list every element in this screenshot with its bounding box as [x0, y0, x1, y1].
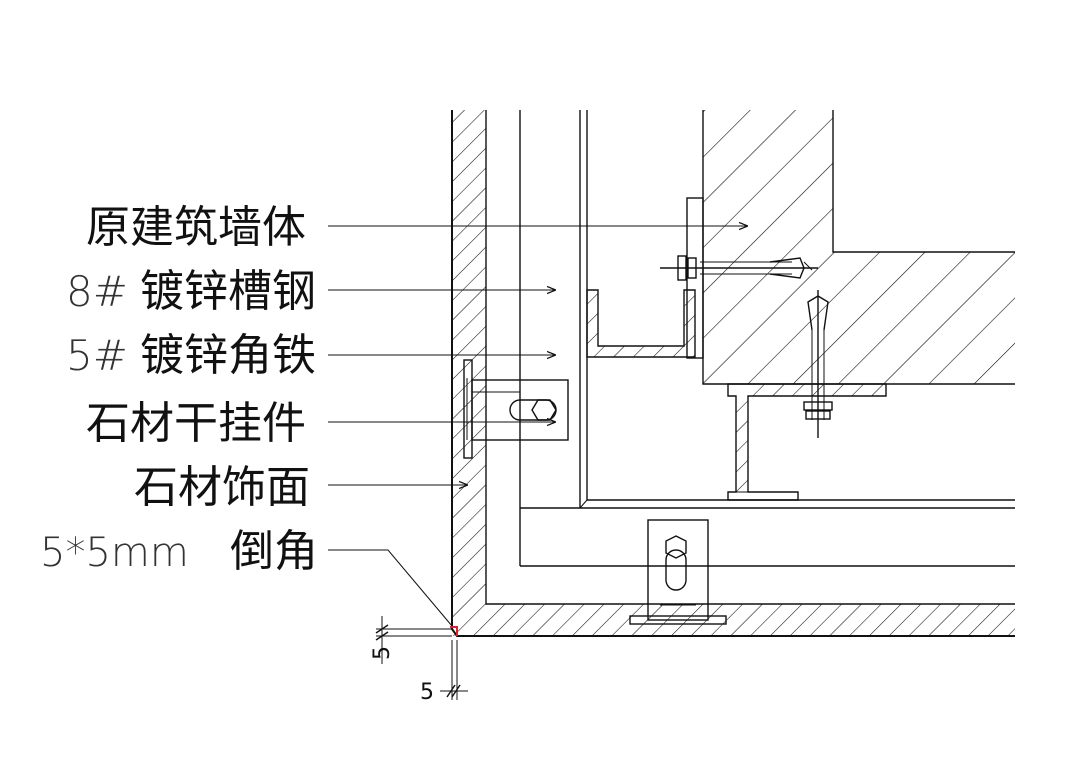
label-chamfer-prefix: 5*5mm [40, 530, 189, 576]
stone-hanger-vertical [463, 359, 569, 459]
label-channel-prefix: 8# [66, 267, 128, 316]
labels: 原建筑墙体 8# 镀锌槽钢 5# 镀锌角铁 石材干挂件 石材饰面 5*5mm 倒… [40, 202, 318, 577]
label-angle: 镀锌角铁 [140, 330, 316, 381]
stone-facing [451, 110, 1015, 637]
steel-beam [727, 383, 887, 501]
building-wall [702, 110, 1015, 385]
stone-hanger-horizontal [629, 519, 727, 625]
label-channel: 镀锌槽钢 [140, 266, 316, 317]
vertical-channel [519, 110, 588, 566]
dimension-vertical-label: 5 [370, 646, 395, 660]
label-hanger: 石材干挂件 [86, 398, 306, 449]
expansion-bolt-horizontal [660, 255, 818, 281]
chamfer-mark [450, 626, 458, 636]
dimension-vertical: 5 [370, 616, 452, 664]
leader-lines [328, 226, 748, 627]
dimension-horizontal: 5 [420, 640, 468, 705]
horizontal-channel [520, 499, 1015, 567]
leader-chamfer [328, 549, 453, 627]
dimension-horizontal-label: 5 [420, 680, 434, 705]
label-angle-prefix: 5# [66, 331, 128, 380]
label-wall: 原建筑墙体 [86, 202, 306, 253]
angle-iron [586, 197, 704, 359]
label-chamfer: 倒角 [230, 526, 318, 577]
label-stone: 石材饰面 [134, 462, 310, 513]
expansion-bolt-vertical [803, 290, 833, 438]
